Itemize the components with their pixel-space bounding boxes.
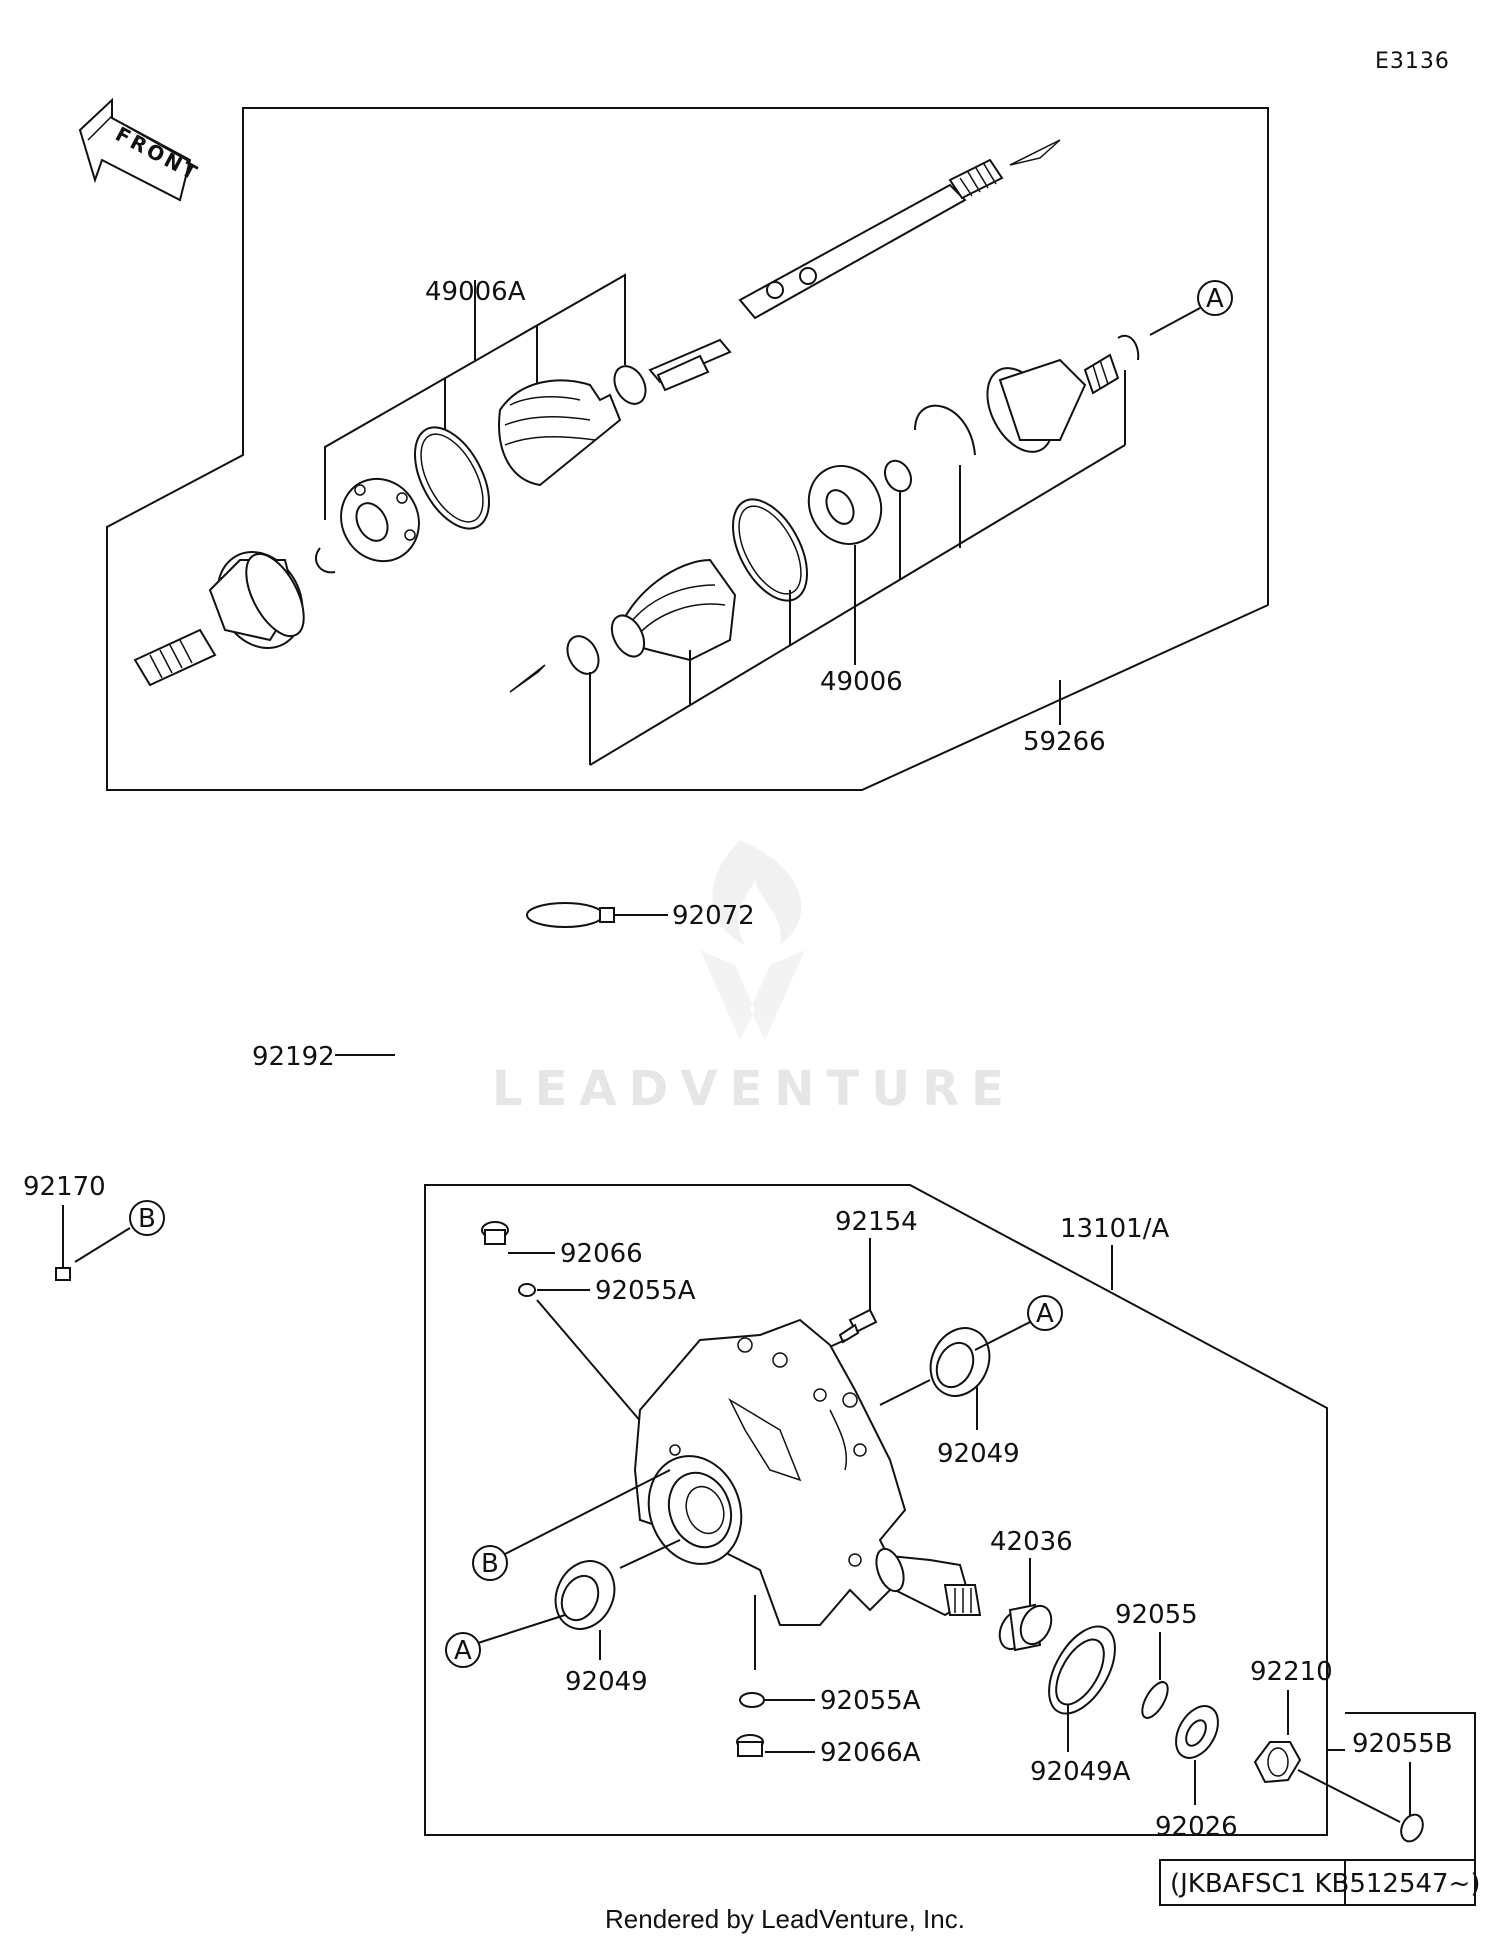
part-label-49006A: 49006A bbox=[425, 277, 526, 307]
boot-inner bbox=[610, 558, 737, 662]
part-label-92049-right: 92049 bbox=[937, 1439, 1020, 1469]
callout-a-top bbox=[1197, 280, 1233, 316]
callout-a-right bbox=[1027, 1295, 1063, 1331]
callout-a-left bbox=[445, 1632, 481, 1668]
clamp-92072 bbox=[526, 902, 615, 928]
o-ring-92055A-bottom bbox=[739, 1692, 765, 1708]
differential-frame bbox=[424, 1184, 1328, 1836]
callout-a-right-label: A bbox=[1036, 1299, 1054, 1329]
ball-cage-left bbox=[340, 477, 420, 563]
shaft-assembly-frame bbox=[106, 107, 1269, 791]
boot-band-right bbox=[732, 498, 808, 602]
part-label-92210: 92210 bbox=[1250, 1657, 1333, 1687]
part-label-92055: 92055 bbox=[1115, 1600, 1198, 1630]
nut-92210 bbox=[1253, 1741, 1302, 1784]
ball-cage-right bbox=[807, 465, 883, 545]
large-circlip bbox=[914, 404, 976, 456]
leader-49006A bbox=[324, 273, 626, 520]
o-ring-92055 bbox=[1141, 1681, 1169, 1719]
serial-note: (JKBAFSC1 KB512547~) bbox=[1170, 1869, 1481, 1899]
oil-seal-92049A bbox=[1048, 1625, 1116, 1715]
plug-92066A bbox=[736, 1734, 764, 1757]
callout-a-top-label: A bbox=[1206, 284, 1224, 314]
part-label-92049A: 92049A bbox=[1030, 1757, 1131, 1787]
serial-note-box bbox=[1159, 1859, 1476, 1906]
bolt-92154 bbox=[838, 1308, 878, 1344]
part-label-92055A-top: 92055A bbox=[595, 1276, 696, 1306]
cv-joint-inner bbox=[986, 353, 1120, 453]
boot-outer bbox=[498, 379, 622, 487]
small-band-bottom bbox=[566, 635, 600, 675]
part-label-92055B: 92055B bbox=[1352, 1729, 1453, 1759]
drive-shaft bbox=[648, 139, 1061, 392]
leader-49006 bbox=[589, 370, 1126, 766]
callout-b-bottom-label: B bbox=[481, 1549, 499, 1579]
small-band-top bbox=[613, 365, 647, 405]
callout-a-left-label: A bbox=[454, 1636, 472, 1666]
part-label-92072: 92072 bbox=[672, 901, 755, 931]
part-label-92066: 92066 bbox=[560, 1239, 643, 1269]
differential-housing bbox=[633, 1318, 982, 1626]
o-ring-92055B bbox=[1400, 1813, 1424, 1843]
boot-band-left bbox=[414, 426, 490, 530]
plug-92066 bbox=[481, 1221, 509, 1245]
washer-92026 bbox=[1175, 1705, 1219, 1759]
callout-b-left-label: B bbox=[138, 1204, 156, 1234]
front-arrow-icon bbox=[78, 97, 192, 202]
watermark-text: LEADVENTURE bbox=[492, 1061, 1016, 1117]
callout-b-bottom bbox=[472, 1545, 508, 1581]
hose-clip-92170 bbox=[55, 1267, 71, 1281]
spacer-42036 bbox=[998, 1603, 1053, 1652]
circlip-left bbox=[315, 547, 336, 574]
diagram-code: E3136 bbox=[1375, 49, 1450, 74]
part-label-92026: 92026 bbox=[1155, 1812, 1238, 1842]
footer-credit: Rendered by LeadVenture, Inc. bbox=[605, 1904, 965, 1934]
circlip-right bbox=[1117, 334, 1140, 361]
o-ring-92055A-top bbox=[518, 1283, 536, 1297]
part-label-92154: 92154 bbox=[835, 1207, 918, 1237]
part-label-92066A: 92066A bbox=[820, 1738, 921, 1768]
part-label-59266: 59266 bbox=[1023, 727, 1106, 757]
part-label-13101A: 13101/A bbox=[1060, 1214, 1169, 1244]
part-label-92192: 92192 bbox=[252, 1042, 335, 1072]
part-label-42036: 42036 bbox=[990, 1527, 1073, 1557]
part-label-92049-left: 92049 bbox=[565, 1667, 648, 1697]
breather-hose-92192 bbox=[27, 800, 507, 1330]
snap-ring bbox=[884, 459, 912, 493]
part-label-92055A-bottom: 92055A bbox=[820, 1686, 921, 1716]
oil-seal-92049-right bbox=[929, 1327, 991, 1397]
callout-b-left bbox=[129, 1200, 165, 1236]
part-label-92170: 92170 bbox=[23, 1172, 106, 1202]
oil-seal-92049-left bbox=[554, 1560, 616, 1630]
cv-joint-outer bbox=[133, 551, 305, 687]
part-label-49006: 49006 bbox=[820, 667, 903, 697]
watermark-logo bbox=[700, 840, 805, 1040]
